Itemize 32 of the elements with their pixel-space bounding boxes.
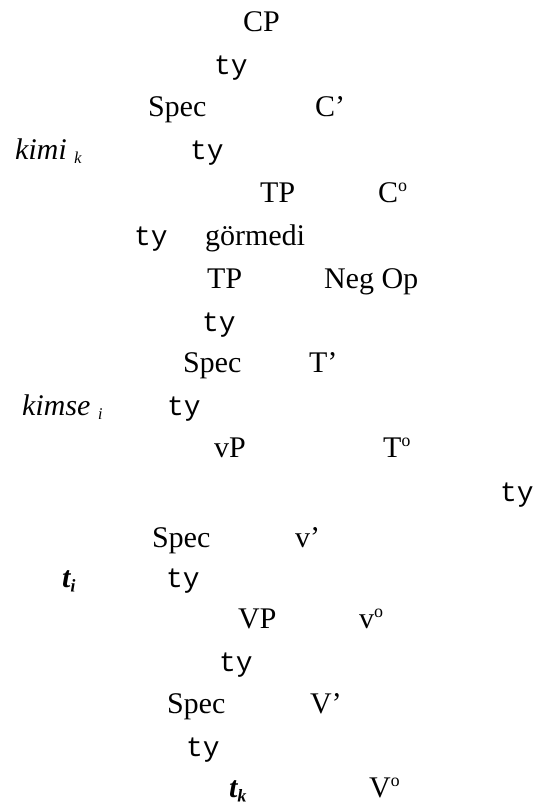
branch-text: ty [500, 481, 534, 509]
branch-text: ty [166, 567, 200, 595]
node-label: C’ [315, 92, 345, 122]
node-label: Spec [167, 689, 226, 719]
branch-text: ty [134, 225, 168, 253]
node-label: T’ [309, 348, 338, 378]
node-label: TP [207, 264, 242, 294]
node-label: TP [260, 178, 296, 208]
node-label: Neg Op [324, 264, 418, 294]
node-label: CP [243, 7, 280, 37]
branch-text: ty [167, 395, 201, 423]
node-label: görmedi [205, 221, 305, 251]
branch-text: ty [190, 139, 224, 167]
node-label: T$^{o}$ [383, 433, 410, 463]
branch-text: ty [186, 736, 220, 764]
branch-text: ty [219, 651, 253, 679]
node-label: Spec [148, 92, 206, 122]
node-label: V$^{o}$ [369, 773, 400, 803]
node-label: C$^{o}$ [378, 178, 408, 208]
word-label: kimse $_{i}$ [22, 391, 102, 421]
node-label: v’ [295, 523, 320, 553]
node-label: Spec [152, 523, 210, 553]
node-label: v$^{o}$ [359, 604, 383, 634]
trace-label: t$_{i}$ [62, 563, 76, 593]
node-label: VP [238, 604, 276, 634]
node-label: V’ [310, 689, 342, 719]
branch-text: ty [202, 311, 236, 339]
node-label: Spec [183, 348, 242, 378]
word-label: kimi $_{k}$ [15, 135, 82, 165]
branch-text: ty [214, 54, 248, 82]
trace-label: t$_{k}$ [229, 773, 246, 803]
node-label: vP [214, 433, 246, 463]
